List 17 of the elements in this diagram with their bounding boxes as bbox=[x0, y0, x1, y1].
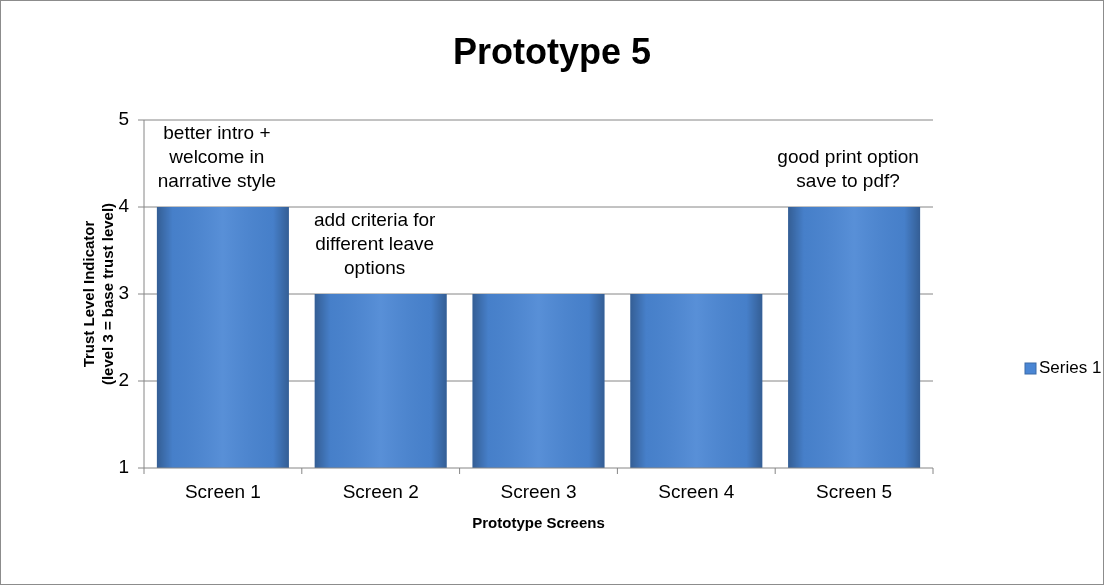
category-label: Screen 4 bbox=[657, 481, 736, 503]
annotation: add criteria for different leave options bbox=[312, 208, 437, 280]
tick-label: 3 bbox=[118, 282, 129, 304]
tick-label: 1 bbox=[118, 456, 129, 478]
y-axis-title: Trust Level Indicator (level 3 = base trust level) bbox=[79, 201, 117, 388]
category-label: Screen 2 bbox=[341, 481, 420, 503]
legend-label: Series 1 bbox=[1039, 358, 1102, 378]
tick-label: 2 bbox=[118, 369, 129, 391]
category-label: Screen 3 bbox=[499, 481, 578, 503]
tick-label: 4 bbox=[118, 195, 129, 217]
annotation: good print option save to pdf? bbox=[776, 145, 920, 193]
annotation: better intro + welcome in narrative style bbox=[156, 121, 278, 193]
x-axis-title: Prototype Screens bbox=[471, 514, 606, 531]
chart-title: Prototype 5 bbox=[451, 31, 652, 73]
tick-label: 5 bbox=[118, 108, 129, 130]
category-label: Screen 5 bbox=[815, 481, 894, 503]
category-label: Screen 1 bbox=[183, 481, 262, 503]
